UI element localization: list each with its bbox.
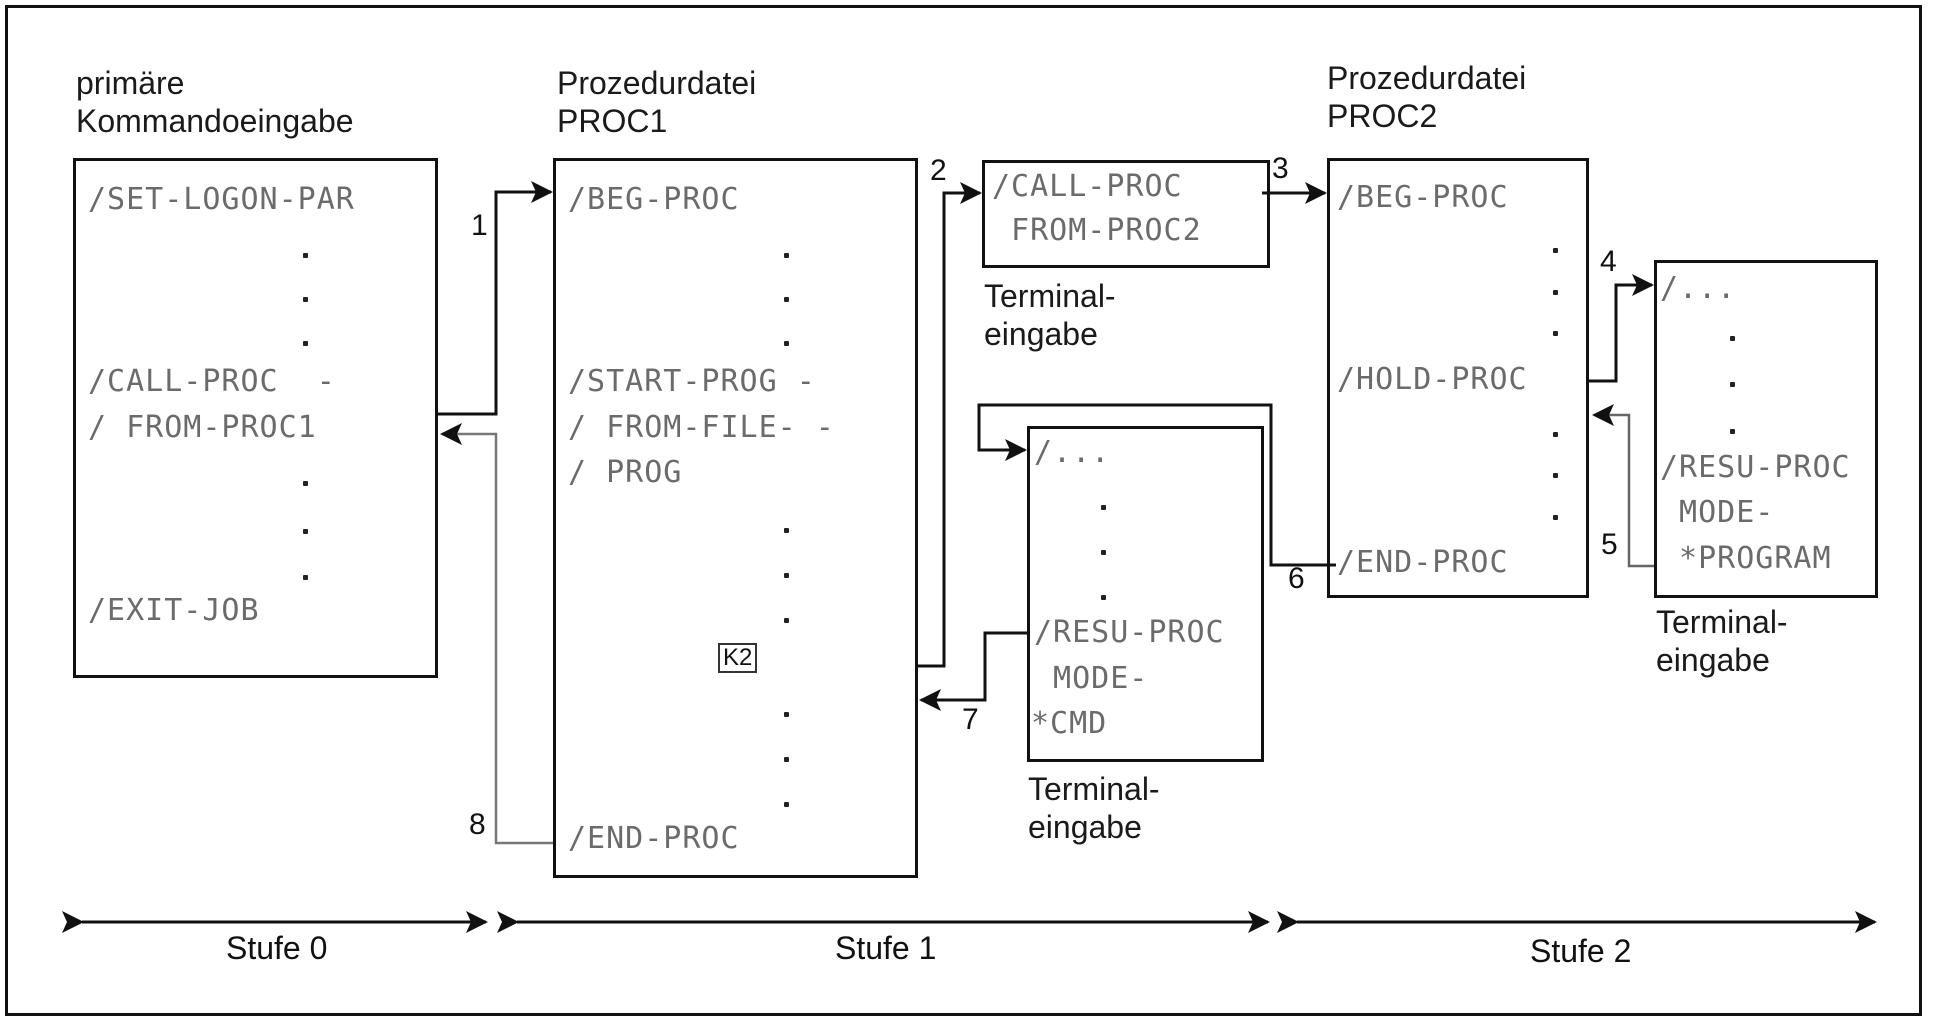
stage-label-1: Stufe 1 [835, 930, 937, 966]
code-line: *PROGRAM [1660, 541, 1832, 576]
ellipsis-dot [784, 341, 789, 346]
terminal-call-box [982, 160, 1270, 268]
code-line: /RESU-PROC [1660, 450, 1851, 485]
primary-command-box [73, 158, 438, 678]
ellipsis-dot [1553, 473, 1558, 478]
stage-label-2: Stufe 2 [1530, 933, 1632, 969]
proc1-box [553, 158, 918, 878]
code-line: *CMD [1031, 706, 1108, 741]
ellipsis-dot [784, 712, 789, 717]
terminal-caption: Terminal-eingabe [984, 277, 1116, 353]
ellipsis-dot [303, 297, 308, 302]
terminal-caption: Terminal-eingabe [1656, 603, 1788, 679]
code-line: /CALL-PROC - [88, 364, 336, 399]
caption-line2: eingabe [1656, 642, 1770, 678]
ellipsis-dot [1101, 595, 1106, 600]
arrow-1 [437, 181, 553, 416]
ellipsis-dot [784, 253, 789, 258]
caption-line2: eingabe [984, 316, 1098, 352]
step-number: 1 [471, 209, 488, 242]
step-number: 5 [1601, 528, 1618, 561]
stage0-title-line1: primäre [76, 65, 185, 101]
terminal-resume-program-box [1654, 260, 1878, 598]
code-line: /... [1660, 271, 1737, 306]
code-line: /BEG-PROC [1337, 180, 1509, 215]
ellipsis-dot [303, 529, 308, 534]
caption-line1: Terminal- [984, 278, 1116, 314]
code-line: MODE- [1660, 495, 1775, 530]
proc2-box [1327, 158, 1589, 598]
ellipsis-dot [784, 757, 789, 762]
ellipsis-dot [784, 528, 789, 533]
step-number: 2 [930, 154, 947, 187]
arrow-2 [918, 182, 982, 668]
caption-line2: eingabe [1028, 809, 1142, 845]
ellipsis-dot [1553, 432, 1558, 437]
ellipsis-dot [303, 481, 308, 486]
code-line: / PROG [568, 455, 683, 490]
proc2-title-line1: Prozedurdatei [1327, 60, 1527, 96]
ellipsis-dot [303, 253, 308, 258]
proc1-title-line1: Prozedurdatei [557, 65, 757, 101]
caption-line1: Terminal- [1656, 604, 1788, 640]
ellipsis-dot [784, 802, 789, 807]
terminal-resume-cmd-box [1027, 426, 1264, 762]
arrow-8 [440, 423, 553, 845]
ellipsis-dot [1553, 290, 1558, 295]
code-line: /EXIT-JOB [88, 593, 260, 628]
code-line: FROM-PROC2 [992, 213, 1202, 248]
step-number: 3 [1272, 152, 1289, 185]
code-line: / FROM-PROC1 [88, 410, 317, 445]
code-line: /END-PROC [1337, 545, 1509, 580]
ellipsis-dot [303, 341, 308, 346]
proc2-title-line2: PROC2 [1327, 98, 1438, 134]
stage0-title-line2: Kommandoeingabe [76, 103, 354, 139]
terminal-caption: Terminal-eingabe [1028, 770, 1160, 846]
k2-marker: K2 [718, 643, 758, 673]
step-number: 4 [1600, 245, 1617, 278]
ellipsis-dot [1101, 550, 1106, 555]
arrow-4 [1589, 274, 1654, 383]
proc1-title-line2: PROC1 [557, 103, 668, 139]
ellipsis-dot [1553, 331, 1558, 336]
code-line: /HOLD-PROC [1337, 362, 1528, 397]
code-line: /... [1034, 435, 1111, 470]
ellipsis-dot [1553, 515, 1558, 520]
code-line: /START-PROG - [568, 364, 816, 399]
code-line: /RESU-PROC [1034, 615, 1225, 650]
step-number: 7 [962, 703, 979, 736]
ellipsis-dot [784, 573, 789, 578]
ellipsis-dot [784, 618, 789, 623]
ellipsis-dot [1553, 248, 1558, 253]
caption-line1: Terminal- [1028, 771, 1160, 807]
ellipsis-dot [1101, 505, 1106, 510]
code-line: MODE- [1034, 661, 1149, 696]
ellipsis-dot [784, 297, 789, 302]
ellipsis-dot [1730, 336, 1735, 341]
code-line: / FROM-FILE- - [568, 410, 835, 445]
stage-label-0: Stufe 0 [226, 930, 328, 966]
code-line: /CALL-PROC [992, 169, 1183, 204]
code-line: /SET-LOGON-PAR [88, 182, 355, 217]
arrow-6 [977, 403, 1336, 567]
code-line: /END-PROC [568, 821, 740, 856]
step-number: 8 [469, 808, 486, 841]
ellipsis-dot [1730, 382, 1735, 387]
step-number: 6 [1288, 562, 1305, 595]
diagram-frame [5, 5, 1922, 1016]
ellipsis-dot [303, 575, 308, 580]
code-line: /BEG-PROC [568, 182, 740, 217]
arrow-7 [919, 631, 1027, 711]
arrow-5 [1592, 404, 1654, 568]
ellipsis-dot [1730, 429, 1735, 434]
